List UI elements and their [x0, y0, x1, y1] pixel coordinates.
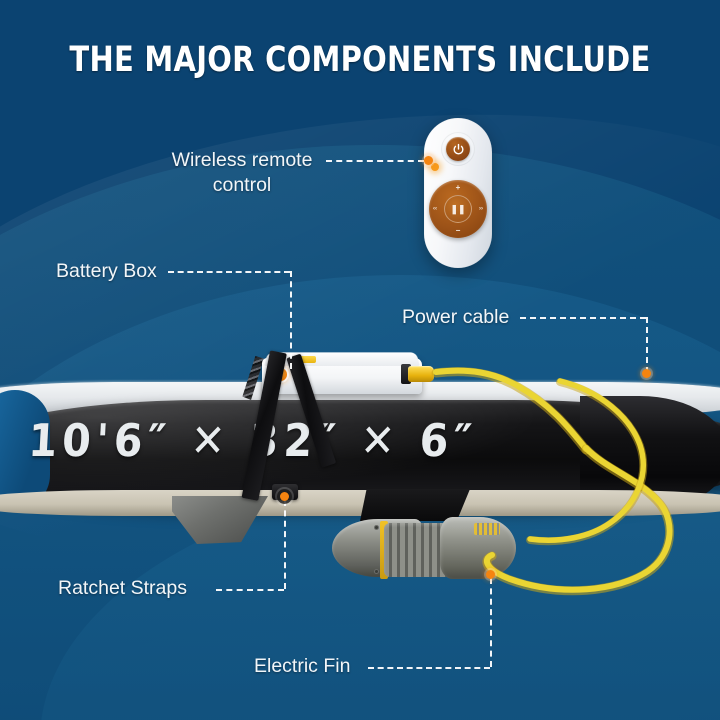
dpad-right-label[interactable]: ›› — [479, 206, 483, 212]
power-cable-connector — [401, 364, 450, 384]
power-glyph — [452, 143, 464, 154]
callout-label-battery-box: Battery Box — [56, 260, 157, 282]
electric-fin-motor — [332, 489, 520, 597]
callout-label-electric-fin: Electric Fin — [254, 655, 351, 677]
dpad-up-label[interactable]: + — [455, 183, 461, 192]
leader-line-ratchet-straps-horizontal — [216, 589, 284, 591]
motor-bolt-top — [374, 525, 379, 530]
endpoint-dot-wireless-remote-control — [424, 156, 433, 165]
callout-label-line-2: control — [212, 174, 272, 196]
dpad-center-ring[interactable] — [444, 195, 472, 223]
dpad-center-label[interactable]: ❚❚ — [450, 204, 466, 214]
remote-dpad[interactable]: + − ‹‹ ›› ❚❚ — [429, 180, 487, 238]
endpoint-dot-power-cable — [642, 369, 651, 378]
endpoint-dot-electric-fin — [486, 570, 495, 579]
leader-line-power-cable-horizontal — [520, 317, 646, 319]
dpad-left-label[interactable]: ‹‹ — [433, 206, 437, 212]
connector-nut — [401, 364, 411, 384]
callout-label-ratchet-straps: Ratchet Straps — [58, 577, 187, 599]
motor-vents — [474, 523, 500, 535]
power-icon[interactable] — [446, 137, 470, 161]
dpad-down-label[interactable]: − — [455, 226, 461, 235]
leader-line-electric-fin-horizontal — [368, 667, 490, 669]
wireless-remote-control-device[interactable]: + − ‹‹ ›› ❚❚ — [424, 118, 492, 268]
leader-line-wireless-remote-control — [326, 160, 424, 162]
status-led-icon — [431, 163, 439, 171]
motor-bolt-bottom — [374, 569, 379, 574]
battery-box-yellow-tab — [294, 356, 316, 363]
connector-barrel — [408, 366, 434, 382]
leader-line-battery-box-horizontal — [168, 271, 290, 273]
page-title: THE MAJOR COMPONENTS INCLUDE — [69, 40, 651, 80]
board-nose-accent — [0, 390, 50, 510]
callout-label-line-1: Wireless remote — [171, 149, 313, 171]
callout-label-power-cable: Power cable — [402, 306, 510, 328]
endpoint-dot-ratchet-straps — [280, 492, 289, 501]
motor-mount-fin — [360, 489, 470, 521]
callout-label-wireless-remote-control: Wireless remote control — [166, 148, 318, 198]
